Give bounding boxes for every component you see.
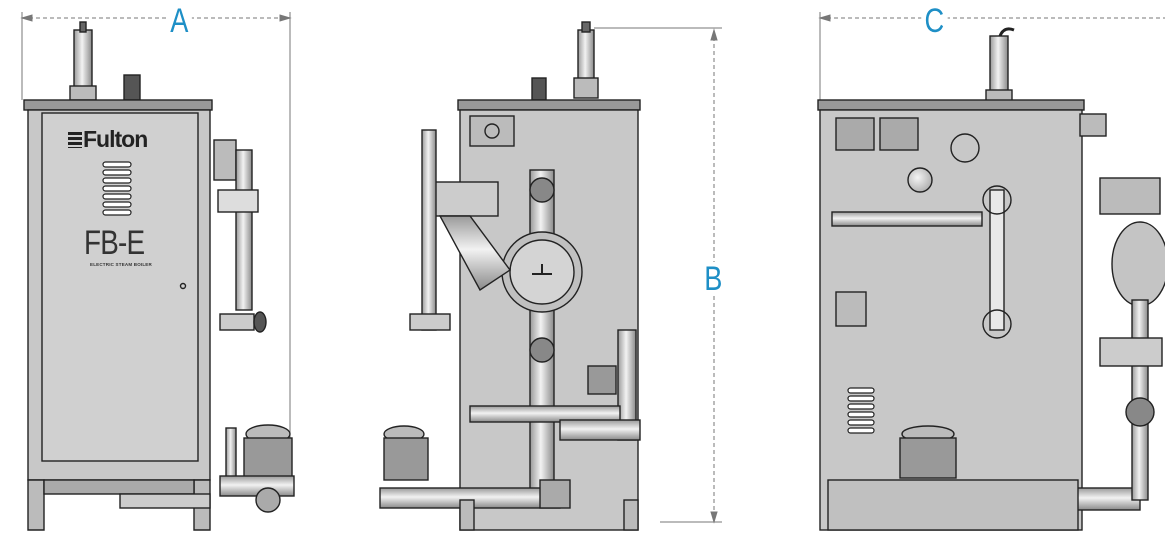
- model-name: FB-E: [84, 224, 145, 262]
- brand-logo: Fulton: [68, 126, 148, 153]
- dimension-label-a: A: [167, 4, 192, 38]
- dimension-line-c: [818, 12, 1165, 100]
- dimension-label-c: C: [921, 4, 948, 38]
- rear-view: [817, 27, 1165, 531]
- brand-bars-icon: [68, 132, 82, 148]
- side-view: [379, 21, 641, 531]
- model-subtitle: ELECTRIC STEAM BOILER: [90, 262, 152, 267]
- dimension-line-a: [20, 12, 292, 440]
- front-view: [23, 21, 295, 531]
- brand-name: Fulton: [83, 126, 148, 152]
- dimension-label-b: B: [701, 262, 726, 296]
